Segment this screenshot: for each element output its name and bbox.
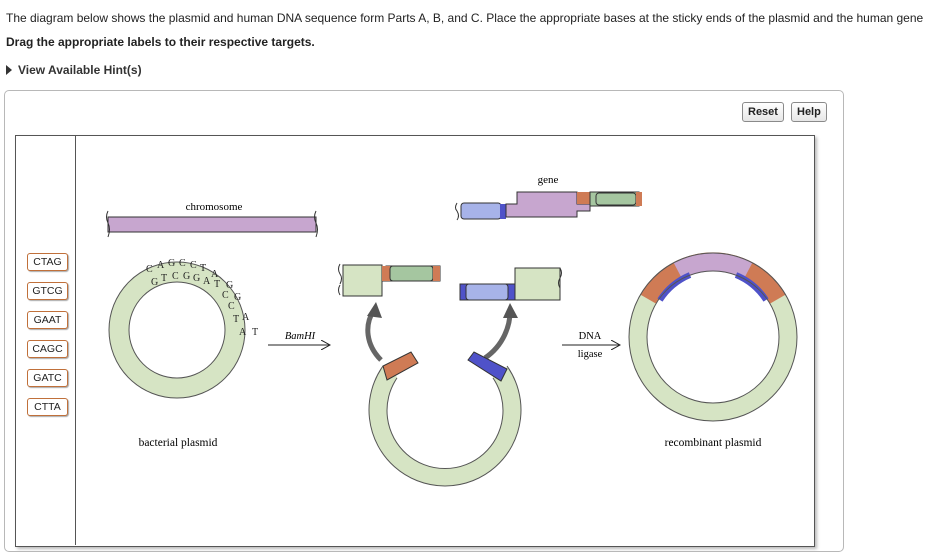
dna-label: DNA bbox=[579, 331, 602, 342]
opened-plasmid bbox=[368, 351, 522, 487]
ligase-label: ligase bbox=[578, 349, 603, 360]
help-button[interactable]: Help bbox=[791, 102, 827, 122]
base-letter: C bbox=[222, 290, 229, 301]
base-letter: A bbox=[203, 276, 211, 287]
recombinant-plasmid bbox=[628, 252, 798, 422]
base-letter: G bbox=[193, 273, 200, 284]
base-letter: G bbox=[234, 292, 241, 303]
label-gatc[interactable]: GATC bbox=[27, 369, 68, 387]
base-letter: G bbox=[151, 277, 158, 288]
cut-gene-fragment bbox=[338, 263, 441, 297]
label-bank-divider bbox=[75, 135, 76, 545]
label-gtcg[interactable]: GTCG bbox=[27, 282, 68, 300]
curved-arrow-right bbox=[483, 311, 513, 361]
base-letter: A bbox=[157, 260, 165, 271]
chromosome-bar bbox=[107, 216, 317, 233]
base-letter: C bbox=[228, 301, 235, 312]
view-hints-link[interactable]: View Available Hint(s) bbox=[6, 63, 142, 77]
reset-button[interactable]: Reset bbox=[742, 102, 784, 122]
bacterial-plasmid bbox=[108, 261, 246, 399]
drag-instruction: Drag the appropriate labels to their res… bbox=[6, 35, 315, 49]
base-letter: C bbox=[172, 271, 179, 282]
expand-triangle-icon bbox=[6, 65, 12, 75]
cut-plasmid-fragment bbox=[459, 267, 562, 301]
label-cagc[interactable]: CAGC bbox=[27, 340, 68, 358]
dna-diagram: chromosome gene C A G C C T G T C G G A … bbox=[106, 174, 798, 487]
base-letter: A bbox=[242, 312, 250, 323]
view-hints-label: View Available Hint(s) bbox=[18, 63, 142, 77]
chromosome-label: chromosome bbox=[186, 201, 243, 213]
base-letter: G bbox=[226, 280, 233, 291]
recombinant-plasmid-label: recombinant plasmid bbox=[665, 437, 762, 449]
base-letter: T bbox=[161, 273, 167, 284]
base-letter: G bbox=[183, 271, 190, 282]
base-letter: C bbox=[190, 260, 197, 271]
gene-fragment bbox=[455, 191, 642, 221]
base-letter: T bbox=[233, 314, 239, 325]
restriction-sequence: C A G C C T G T C G G A A G G A T T C C … bbox=[146, 258, 258, 338]
base-letter: T bbox=[214, 279, 220, 290]
base-letter: G bbox=[168, 258, 175, 269]
bacterial-plasmid-label: bacterial plasmid bbox=[139, 437, 218, 449]
base-letter: C bbox=[146, 264, 153, 275]
label-ctta[interactable]: CTTA bbox=[27, 398, 68, 416]
base-letter: A bbox=[239, 327, 247, 338]
chromosome-break-left bbox=[106, 210, 110, 238]
chromosome-break-right bbox=[314, 210, 318, 238]
base-letter: T bbox=[252, 327, 258, 338]
base-letter: A bbox=[211, 269, 219, 280]
label-gaat[interactable]: GAAT bbox=[27, 311, 68, 329]
gene-label: gene bbox=[538, 174, 559, 186]
label-ctag[interactable]: CTAG bbox=[27, 253, 68, 271]
base-letter: T bbox=[200, 263, 206, 274]
bamhi-label: BamHI bbox=[285, 331, 316, 342]
instruction-text: The diagram below shows the plasmid and … bbox=[6, 11, 924, 25]
base-letter: C bbox=[179, 258, 186, 269]
